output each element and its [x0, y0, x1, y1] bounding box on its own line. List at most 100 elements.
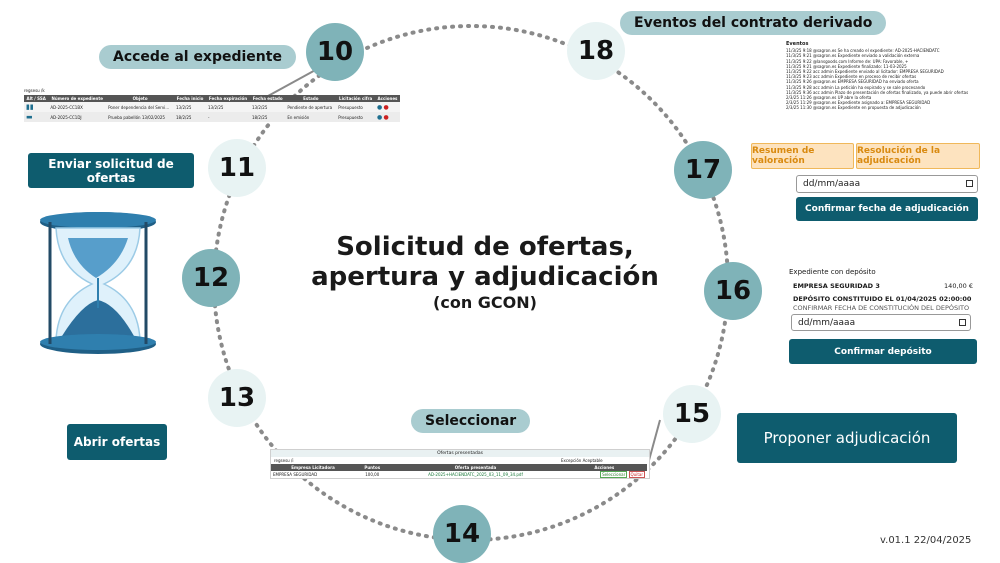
table-cell: 18/2/25 [176, 114, 192, 120]
table-cell: Pendiente de apertura [287, 104, 333, 110]
quitar-oferta-button[interactable]: Quitar [628, 471, 645, 478]
search-icon[interactable]: ● [376, 103, 383, 111]
calendar-icon[interactable] [966, 180, 973, 187]
hourglass-icon [40, 212, 156, 354]
step-11: 11 [208, 139, 266, 197]
table-cell: - [208, 114, 210, 120]
table-cell: 13/2/25 [251, 104, 268, 110]
deposito-confirmar-label: CONFIRMAR FECHA DE CONSTITUCIÓN DEL DEPÓ… [793, 304, 970, 312]
table-row[interactable]: EMPRESA SEGURIDAD 100,00 AD-2025+HACIEND… [271, 471, 647, 478]
table-cell: AD-2025-CC1BX [50, 104, 83, 110]
ofertas-caption: Ofertas presentadas [271, 450, 649, 457]
event-line: 11/3/25 9:36 acc admin Plazo de presenta… [786, 89, 969, 95]
step-16: 16 [704, 262, 762, 320]
event-line: 11/3/25 9:23 acc admin Expediente en pro… [786, 74, 917, 80]
deposito-panel: Expediente con depósito EMPRESA SEGURIDA… [789, 268, 977, 312]
events-panel: Eventos 11/3/25 9:18 @sagron.es Se ha cr… [786, 41, 976, 111]
diagram-title: Solicitud de ofertas, apertura y adjudic… [300, 232, 670, 314]
enviar-solicitud-button[interactable]: Enviar solicitud de ofertas [28, 153, 194, 188]
step-13: 13 [208, 369, 266, 427]
table-header: Objeto [132, 96, 148, 101]
table-cell: En emisión [287, 114, 310, 120]
search-icon[interactable]: ● [376, 113, 383, 121]
row-icons: ▬ [26, 113, 33, 121]
table-header: Estado [303, 96, 319, 101]
events-heading: Eventos [786, 41, 809, 47]
expediente-caption: regsesu /k [24, 88, 45, 93]
table-cell: Prueba pabellón 13/02/2025 [108, 114, 165, 120]
adjudicacion-date-input[interactable]: dd/mm/aaaa [796, 175, 978, 193]
title-line-2: apertura y adjudicación [311, 262, 659, 292]
deposito-empresa: EMPRESA SEGURIDAD 3 [793, 282, 880, 290]
deposito-importe: 140,00 € [944, 282, 973, 290]
table-header: Empresa Licitadora [291, 465, 335, 470]
delete-icon[interactable]: ● [383, 103, 389, 111]
table-header: Fecha inicio [176, 96, 204, 101]
row-actions[interactable]: ● ● [375, 112, 400, 122]
row-icons: ▮▮ [26, 103, 34, 111]
table-row[interactable]: ▮▮ AD-2025-CC1BX Poner dependencia del S… [24, 102, 400, 112]
event-line: 11/3/25 9:22 acc admin Expediente enviad… [786, 69, 944, 75]
confirmar-fecha-button[interactable]: Confirmar fecha de adjudicación [796, 197, 978, 221]
resolucion-adjudicacion-button[interactable]: Resolución de la adjudicación [856, 143, 980, 169]
ofertas-table: Empresa Licitadora Puntos Oferta present… [271, 464, 647, 478]
step-17: 17 [674, 141, 732, 199]
ofertas-budget-label: Excepción Aceptable [561, 458, 603, 463]
ofertas-subcaption: regsesu /i [274, 458, 294, 463]
table-cell: 13/2/25 [176, 104, 192, 110]
title-line-3: (con GCON) [433, 293, 537, 312]
step-15: 15 [663, 385, 721, 443]
table-cell: EMPRESA SEGURIDAD [273, 472, 318, 477]
table-header: Fecha estado [252, 96, 283, 101]
seleccionar-oferta-button[interactable]: Seleccionar [600, 471, 628, 478]
date-placeholder: dd/mm/aaaa [803, 179, 861, 189]
abrir-ofertas-button[interactable]: Abrir ofertas [67, 424, 167, 460]
table-header: Fecha expiración [208, 96, 248, 101]
row-actions[interactable]: ● ● [375, 102, 400, 112]
table-header: Alt / SSA [26, 96, 46, 101]
table-header: Acciones [594, 465, 615, 470]
table-header: Oferta presentada [454, 465, 497, 470]
event-line: 11/3/25 9:18 @sagron.es Se ha creado el … [786, 48, 940, 54]
oferta-file-link[interactable]: AD-2025+HACIENDATC_2025_03_11_09_34.pdf [428, 472, 523, 477]
accede-label: Accede al expediente [99, 45, 296, 69]
step-12: 12 [182, 249, 240, 307]
seleccionar-label: Seleccionar [411, 409, 531, 433]
row-actions[interactable]: Seleccionar Quitar [562, 471, 647, 478]
event-line: 11/3/25 9:21 @sagron.es Expediente final… [786, 63, 907, 69]
deposito-constituido: DEPÓSITO CONSTITUIDO EL 01/04/2025 02:00… [793, 295, 972, 303]
deposito-heading: Expediente con depósito [789, 268, 876, 276]
table-cell: AD-2025-CC1DJ [50, 114, 82, 120]
table-cell: 13/2/25 [208, 104, 224, 110]
table-cell: 18/2/25 [251, 114, 268, 120]
step-14: 14 [433, 505, 491, 563]
version-label: v.01.1 22/04/2025 [880, 535, 972, 546]
table-cell: Presupuesto [338, 114, 363, 120]
proponer-adjudicacion-button[interactable]: Proponer adjudicación [737, 413, 957, 463]
step-10: 10 [306, 23, 364, 81]
eventos-label: Eventos del contrato derivado [620, 11, 887, 35]
ofertas-panel: Ofertas presentadas regsesu /i Excepción… [270, 449, 650, 479]
calendar-icon[interactable] [959, 318, 966, 326]
deposito-date-input[interactable]: dd/mm/aaaa [791, 314, 971, 331]
event-line: 11/3/25 9:22 @lansgoods.com Informe de: … [786, 58, 909, 64]
table-header: Puntos [364, 465, 381, 470]
event-line: 11/3/25 9:28 acc admin La petición ha ex… [786, 84, 926, 90]
resumen-valoracion-button[interactable]: Resumen de valoración [751, 143, 854, 169]
event-line: 11/3/25 9:21 @sagron.es Expediente envia… [786, 53, 920, 59]
expediente-table: Alt / SSA Número de expediente Objeto Fe… [24, 95, 400, 122]
table-header: Licitación cifra [339, 96, 373, 101]
table-cell: 100,00 [365, 472, 380, 477]
step-18: 18 [567, 22, 625, 80]
expediente-panel: regsesu /k Alt / SSA Número de expedient… [24, 88, 400, 122]
date-placeholder: dd/mm/aaaa [798, 317, 856, 328]
event-line: 2/3/25 11:26 @sagron.es UP abre la ofert… [786, 95, 872, 101]
table-row[interactable]: ▬ AD-2025-CC1DJ Prueba pabellón 13/02/20… [24, 112, 400, 122]
confirmar-deposito-button[interactable]: Confirmar depósito [789, 339, 977, 364]
table-cell: Presupuesto [338, 104, 363, 110]
event-line: 2/3/25 11:30 @sagron.es Expediente en pr… [786, 105, 921, 111]
table-header: Número de expediente [51, 96, 103, 101]
table-header: Acciones [377, 96, 398, 101]
delete-icon[interactable]: ● [383, 113, 389, 121]
event-line: 2/3/25 11:29 @sagron.es Expediente asign… [786, 100, 931, 106]
